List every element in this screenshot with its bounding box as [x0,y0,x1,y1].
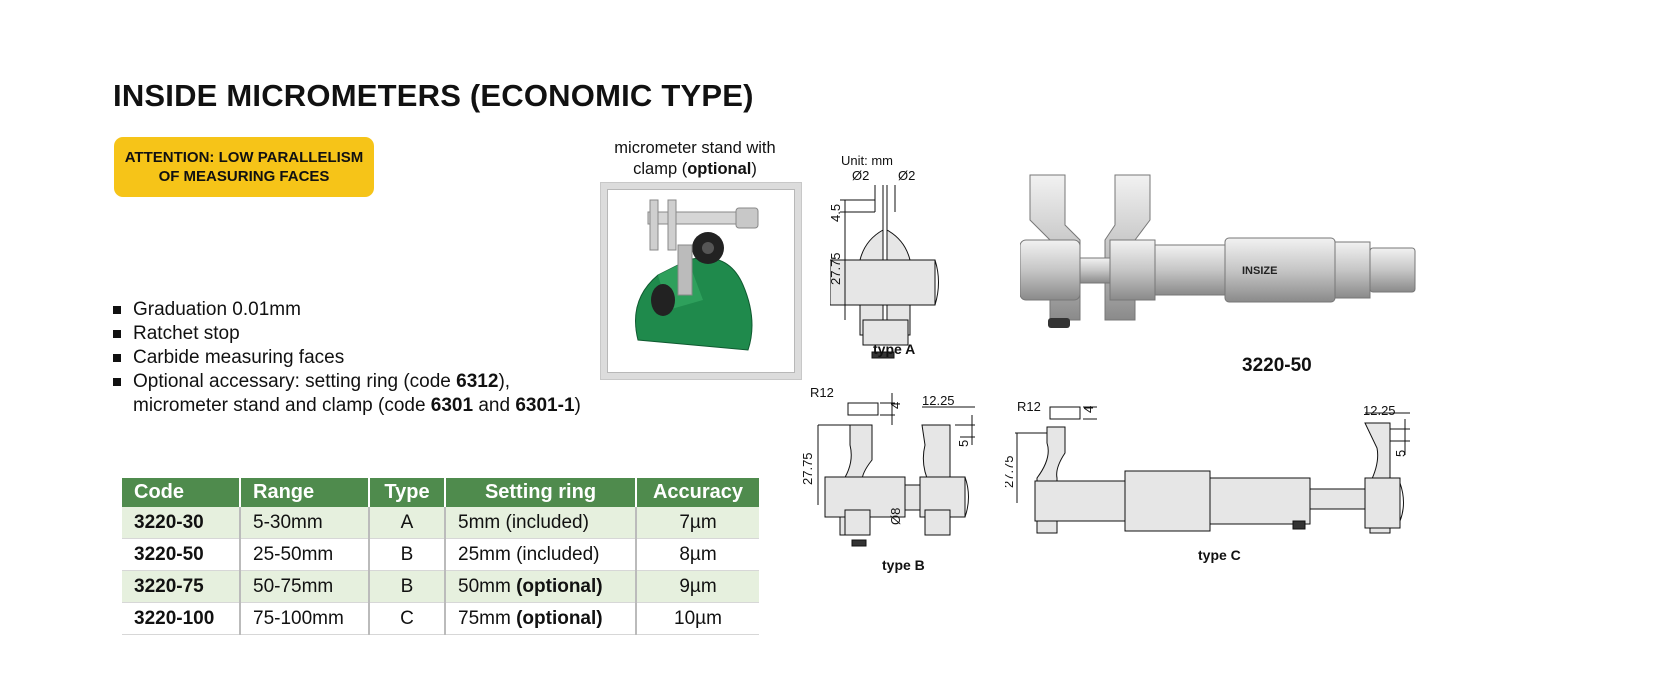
ring-text: 25mm (included) [458,543,600,565]
model-label: 3220-50 [1242,355,1312,376]
type-c-drawing: R12 4 12.25 5 27.75 [1005,399,1410,534]
cell-code: 3220-75 [122,570,241,603]
type-b-drawing: R12 4 12.25 5 27.75 Ø8 [800,385,975,547]
cell-type: B [369,570,446,603]
type-c-dim-w: 4 [1081,406,1096,413]
page-title: INSIDE MICROMETERS (ECONOMIC TYPE) [113,78,754,113]
type-a-dim-d1: Ø2 [852,170,869,183]
cell-setting-ring: 50mm (optional) [445,570,637,603]
micrometer-stand-photo [600,182,802,380]
cell-setting-ring: 75mm (optional) [445,602,637,635]
cell-range: 50-75mm [240,570,370,603]
optional-line-2: micrometer stand and clamp (code 6301 an… [133,394,581,418]
unit-label: Unit: mm [841,153,893,168]
table-row: 3220-30 5-30mm A 5mm (included) 7µm [122,507,759,539]
attention-line-2: OF MEASURING FACES [158,168,330,185]
micrometer-3220-50-image: INSIZE [1020,174,1416,328]
cell-type: A [369,507,446,539]
cell-code: 3220-100 [122,602,241,635]
ring-bold: (optional) [516,607,603,629]
cell-setting-ring: 5mm (included) [445,507,637,539]
optional-text-b: ), [498,371,511,392]
cell-type: B [369,538,446,571]
feature-list: Graduation 0.01mm Ratchet stop Carbide m… [113,298,581,418]
header-code: Code [122,478,241,507]
cell-code: 3220-50 [122,538,241,571]
type-b-dim-s: 5 [956,440,971,447]
type-a-dim-h1: 4.5 [830,204,843,222]
cell-accuracy: 10µm [636,602,759,635]
type-c-dim-t: 12.25 [1363,403,1396,418]
code-6312: 6312 [456,371,499,392]
type-a-drawing: Ø2 Ø2 4.5 27.75 [830,170,939,359]
ring-text: 5mm (included) [458,511,589,533]
header-setting-ring: Setting ring [445,478,637,507]
optional-text-e: ) [574,395,581,416]
type-b-label: type B [882,557,925,573]
type-c-label: type C [1198,547,1241,563]
optional-text-c: micrometer stand and clamp (code [133,395,431,416]
type-b-dim-dia: Ø8 [888,508,903,525]
cell-range: 25-50mm [240,538,370,571]
cell-accuracy: 8µm [636,538,759,571]
stand-caption-line-2: clamp (optional) [575,159,815,180]
caption-optional: optional [687,160,752,178]
ring-bold: (optional) [516,575,603,597]
cell-range: 75-100mm [240,602,370,635]
cell-accuracy: 7µm [636,507,759,539]
attention-line-1: ATTENTION: LOW PARALLELISM [124,149,364,166]
cell-type: C [369,602,446,635]
code-6301-1: 6301-1 [515,395,575,416]
caption-suffix: ) [751,160,757,178]
table-row: 3220-100 75-100mm C 75mm (optional) 10µm [122,602,759,635]
header-accuracy: Accuracy [636,478,759,507]
feature-ratchet: Ratchet stop [113,322,581,346]
spec-table: Code Range Type Setting ring Accuracy 32… [122,478,759,635]
type-b-dim-t: 12.25 [922,393,955,408]
type-b-dim-w: 4 [888,402,903,409]
type-b-dim-r: R12 [810,385,834,400]
table-row: 3220-75 50-75mm B 50mm (optional) 9µm [122,570,759,603]
type-a-dim-h2: 27.75 [830,252,843,285]
type-b-dim-h: 27.75 [800,452,815,485]
stand-caption: micrometer stand with clamp (optional) [575,138,815,180]
optional-line-1: Optional accessary: setting ring (code 6… [133,370,581,394]
table-header-row: Code Range Type Setting ring Accuracy [122,478,759,507]
code-6301: 6301 [430,395,474,416]
table-row: 3220-50 25-50mm B 25mm (included) 8µm [122,538,759,571]
ring-text: 50mm [458,575,517,597]
type-a-label: type A [873,341,916,357]
attention-badge: ATTENTION: LOW PARALLELISM OF MEASURING … [114,137,374,197]
type-a-dim-d2: Ø2 [898,170,915,183]
cell-accuracy: 9µm [636,570,759,603]
cell-code: 3220-30 [122,507,241,539]
feature-graduation: Graduation 0.01mm [113,298,581,322]
type-c-dim-r: R12 [1017,399,1041,414]
micrometer-stand-illustration [635,199,759,351]
type-c-dim-s: 5 [1393,450,1408,457]
header-range: Range [240,478,370,507]
brand-mark: INSIZE [1242,265,1277,277]
cell-range: 5-30mm [240,507,370,539]
cell-setting-ring: 25mm (included) [445,538,637,571]
header-type: Type [369,478,446,507]
feature-carbide: Carbide measuring faces [113,346,581,370]
optional-text-d: and [473,395,516,416]
ring-text: 75mm [458,607,517,629]
feature-optional-accessary: Optional accessary: setting ring (code 6… [113,370,581,418]
stand-caption-line-1: micrometer stand with [614,139,776,157]
optional-text-a: Optional accessary: setting ring (code [133,371,457,392]
type-c-dim-h: 27.75 [1005,455,1016,488]
caption-prefix: clamp ( [633,160,688,178]
